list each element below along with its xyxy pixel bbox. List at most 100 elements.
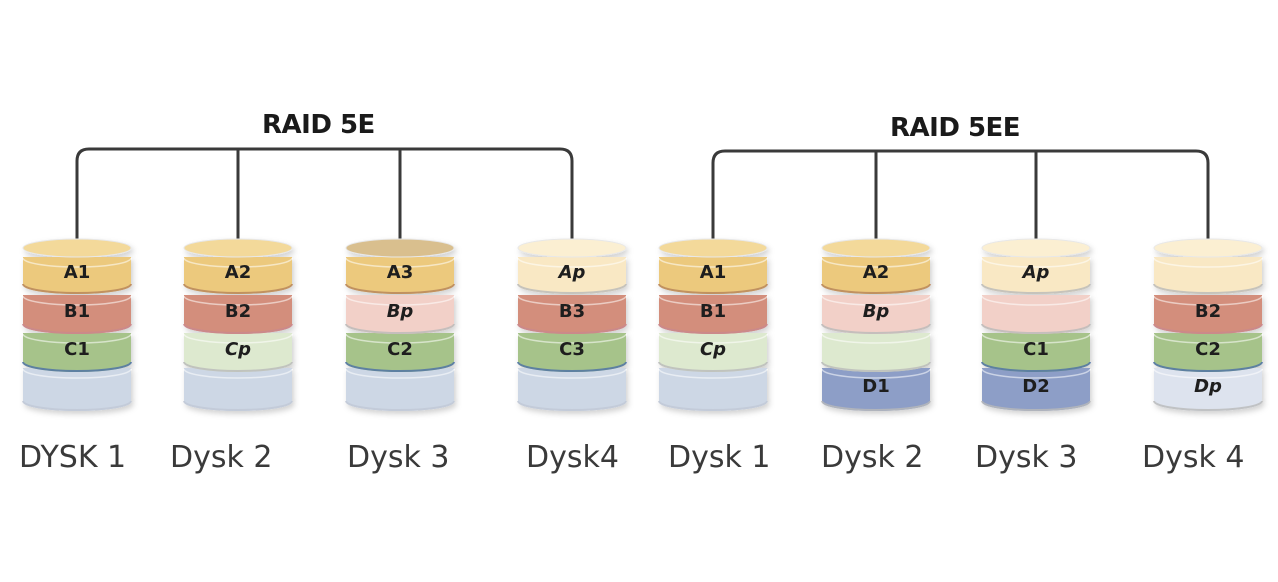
segment-separator: [658, 283, 768, 294]
disk-caption: Dysk 3: [975, 440, 1078, 475]
segment-highlight: [821, 295, 931, 306]
segment-label: C3: [559, 339, 585, 360]
disk-top-cap: [183, 238, 293, 258]
segment-highlight: [821, 368, 931, 379]
disk-segment: [822, 368, 930, 411]
segment-label: A3: [387, 262, 413, 283]
disk-segment: [518, 368, 626, 411]
segment-separator: [821, 283, 931, 294]
segment-label: C1: [1023, 339, 1049, 360]
disk-caption: Dysk 2: [170, 440, 273, 475]
segment-separator: [1153, 323, 1263, 334]
disk-segment: [23, 295, 131, 334]
segment-separator: [183, 361, 293, 372]
segment-label: Dp: [1194, 376, 1222, 397]
segment-highlight: [22, 368, 132, 379]
disk-cylinder: [345, 238, 455, 411]
segment-separator: [345, 283, 455, 294]
segment-label: C2: [1195, 339, 1221, 360]
segment-separator: [981, 283, 1091, 294]
disk-cylinder: [821, 238, 931, 411]
disk-cylinder: [981, 238, 1091, 411]
segment-highlight: [981, 257, 1091, 268]
segment-label: B1: [64, 301, 90, 322]
segment-label: Ap: [1021, 262, 1050, 283]
segment-label: Ap: [557, 262, 586, 283]
disk-top-cap: [517, 238, 627, 258]
disk-cylinder: [22, 238, 132, 411]
segment-separator: [981, 361, 1091, 372]
segment-highlight: [1153, 333, 1263, 344]
disk-top-cap: [821, 238, 931, 258]
segment-label: C1: [64, 339, 90, 360]
disk-segment: [518, 333, 626, 372]
connector-line: [711, 149, 1210, 244]
segment-separator: [821, 323, 931, 334]
segment-highlight: [517, 333, 627, 344]
segment-label: Cp: [700, 339, 726, 360]
segment-separator: [345, 361, 455, 372]
segment-highlight: [981, 333, 1091, 344]
segment-highlight: [1153, 295, 1263, 306]
disk-segment: [23, 333, 131, 372]
segment-highlight: [1153, 368, 1263, 379]
segment-label: Bp: [387, 301, 414, 322]
segment-separator: [183, 283, 293, 294]
segment-highlight: [22, 333, 132, 344]
segment-separator: [183, 323, 293, 334]
disk-cylinder: [658, 238, 768, 411]
disk-top-cap: [1153, 238, 1263, 258]
disk-cylinder: [517, 238, 627, 411]
connector-lines: [75, 147, 1210, 244]
segment-highlight: [658, 368, 768, 379]
disk-segment: [982, 295, 1090, 334]
segment-separator: [22, 283, 132, 294]
disk-caption: Dysk 1: [668, 440, 771, 475]
segment-highlight: [517, 295, 627, 306]
segment-label: Bp: [863, 301, 890, 322]
segment-label: B1: [700, 301, 726, 322]
disk-segment: [346, 295, 454, 334]
segment-highlight: [821, 333, 931, 344]
segment-label: B2: [225, 301, 251, 322]
segment-separator: [658, 323, 768, 334]
disk-segment: [659, 295, 767, 334]
disk-segment: [184, 333, 292, 372]
segment-label: A2: [225, 262, 251, 283]
segment-highlight: [345, 333, 455, 344]
segment-separator: [821, 400, 931, 411]
disk-stacks: A1B1C1A2B2CpA3BpC2ApB3C3A1B1CpA2BpD1ApC1…: [22, 238, 1263, 411]
disk-segment: [346, 368, 454, 411]
disk-segment: [1154, 295, 1262, 334]
segment-highlight: [517, 368, 627, 379]
segment-highlight: [517, 257, 627, 268]
segment-highlight: [22, 257, 132, 268]
disk-segment: [23, 368, 131, 411]
disk-top-cap: [22, 238, 132, 258]
segment-separator: [981, 323, 1091, 334]
segment-separator: [1153, 361, 1263, 372]
disk-segment: [982, 333, 1090, 372]
disk-caption: DYSK 1: [19, 440, 127, 475]
segment-highlight: [821, 257, 931, 268]
group-title-raid-5e: RAID 5E: [262, 110, 375, 140]
segment-highlight: [183, 295, 293, 306]
segment-separator: [183, 400, 293, 411]
segment-highlight: [981, 368, 1091, 379]
segment-separator: [22, 400, 132, 411]
group-title-raid-5ee: RAID 5EE: [890, 113, 1021, 143]
segment-highlight: [22, 295, 132, 306]
connector-line: [75, 147, 574, 244]
disk-segment: [346, 333, 454, 372]
segment-highlight: [1153, 257, 1263, 268]
segment-label: Cp: [225, 339, 251, 360]
disk-segment: [659, 368, 767, 411]
disk-segment: [184, 368, 292, 411]
segment-label: A1: [64, 262, 90, 283]
disk-segment: [822, 295, 930, 334]
disk-caption: Dysk 2: [821, 440, 924, 475]
segment-highlight: [658, 295, 768, 306]
disk-top-cap: [345, 238, 455, 258]
disk-segment: [1154, 333, 1262, 372]
